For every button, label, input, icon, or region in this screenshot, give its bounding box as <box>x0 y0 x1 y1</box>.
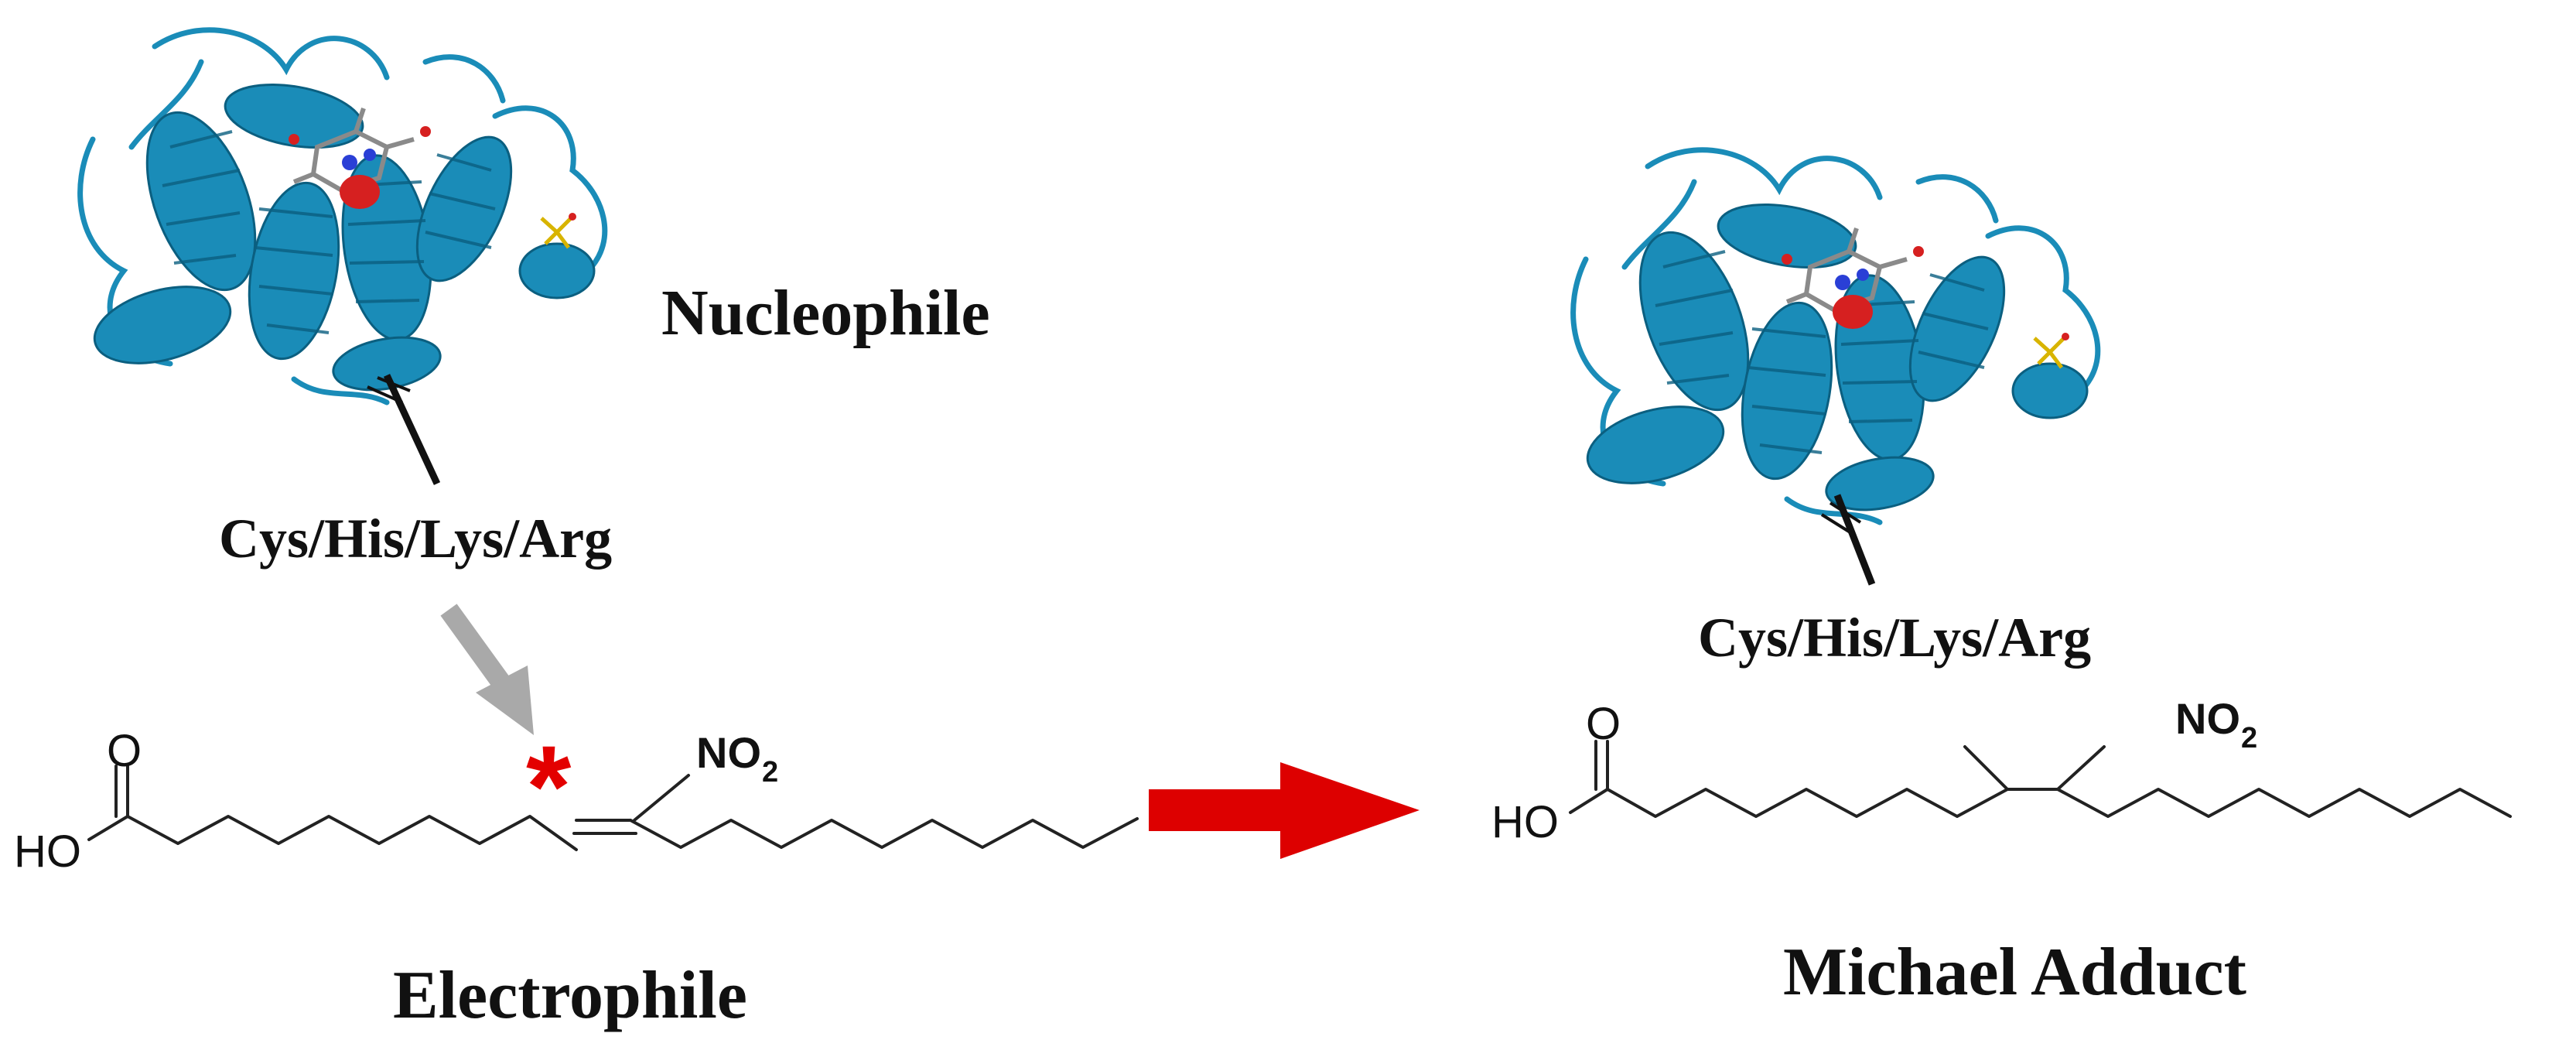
nitro-main-right: NO <box>2175 694 2240 743</box>
michael-adduct-structure <box>1569 740 2512 818</box>
reaction-arrow-icon <box>1149 762 1420 859</box>
residue-side-chain <box>383 374 441 485</box>
carbonyl-oxygen-left: O <box>107 726 142 776</box>
hydroxyl-label-right: HO <box>1491 797 1559 847</box>
nitro-main-left: NO <box>696 728 761 777</box>
nitro-group-left: NO 2 <box>696 728 778 789</box>
nucleophile-label: Nucleophile <box>661 277 990 349</box>
michael-adduct-label: Michael Adduct <box>1783 935 2246 1010</box>
right-protein <box>1573 150 2098 586</box>
nitro-group-right: NO 2 <box>2175 694 2257 754</box>
nitro-subscript-right: 2 <box>2241 722 2257 754</box>
hydroxyl-label-left: HO <box>14 826 81 877</box>
left-protein <box>80 30 605 485</box>
protein-ribbon-icon <box>80 30 605 402</box>
residues-label-right: Cys/His/Lys/Arg <box>1698 607 2091 669</box>
nucleophilic-attack-arrow-icon <box>440 604 534 735</box>
electrophile-label: Electrophile <box>393 958 747 1033</box>
electrophile-structure <box>87 765 1139 851</box>
carbonyl-oxygen-right: O <box>1586 699 1621 749</box>
residues-label-left: Cys/His/Lys/Arg <box>219 508 612 570</box>
protein-ribbon-icon <box>1573 150 2098 522</box>
nitro-subscript-left: 2 <box>762 756 778 789</box>
